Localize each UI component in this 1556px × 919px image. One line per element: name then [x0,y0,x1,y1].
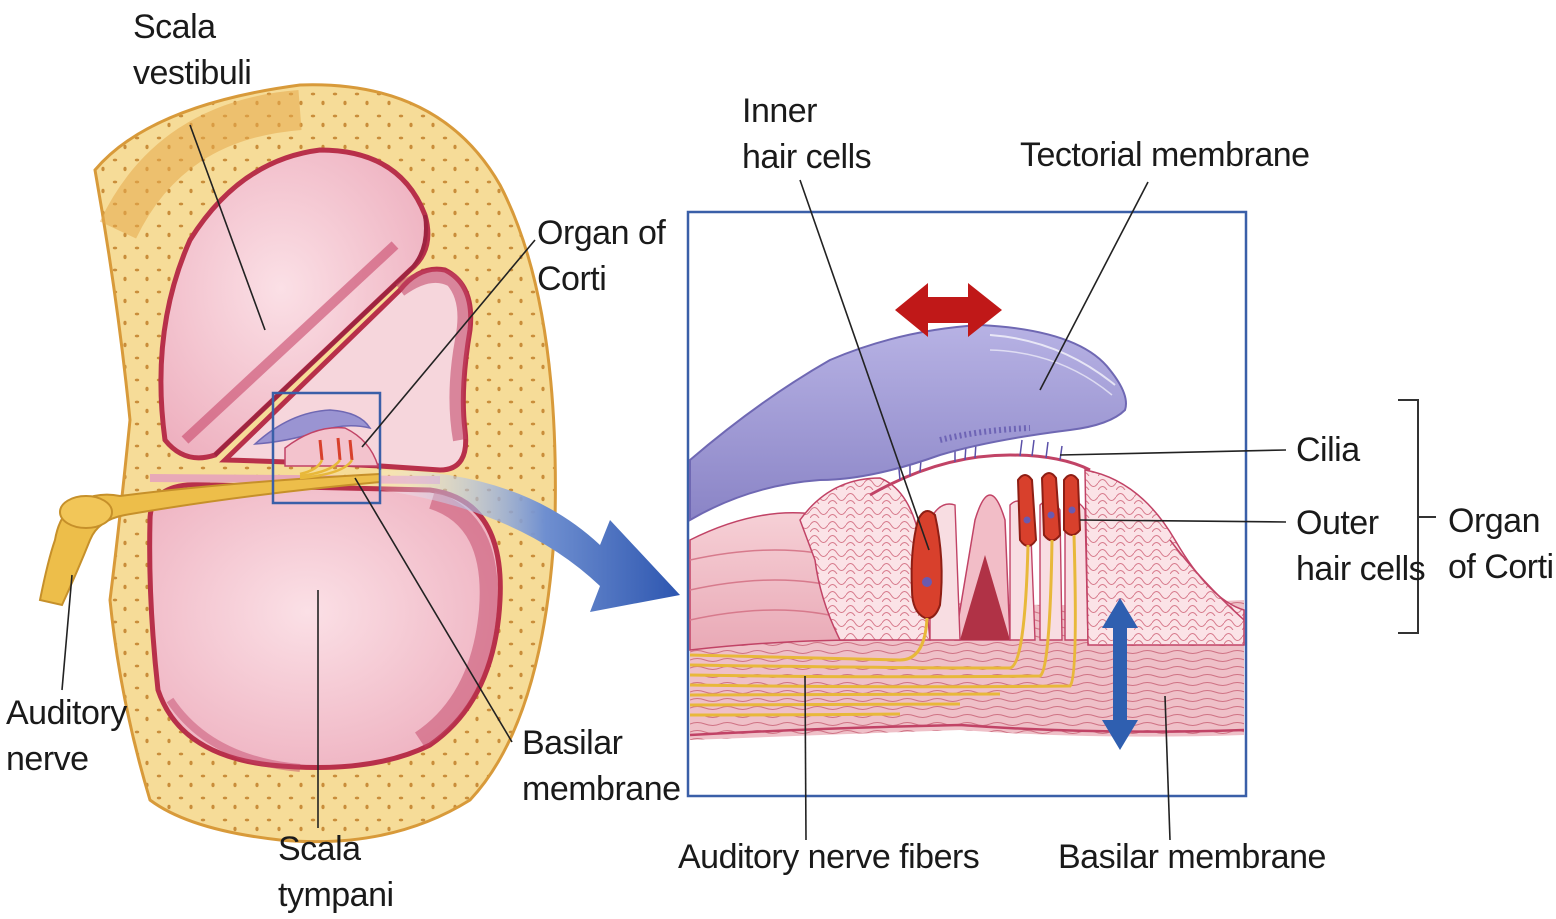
label-outer-hair-cells: Outer hair cells [1296,500,1425,592]
label-cilia: Cilia [1296,427,1360,473]
label-scala-vestibuli: Scala vestibuli [133,4,251,96]
inner-hair-cell-shape [912,511,942,618]
label-auditory-nerve-fibers: Auditory nerve fibers [678,834,979,880]
label-auditory-nerve: Auditory nerve [6,690,127,782]
label-basilar-membrane-left: Basilar membrane [522,720,681,812]
label-inner-hair-cells: Inner hair cells [742,88,871,180]
label-tectorial-membrane: Tectorial membrane [1020,132,1310,178]
label-basilar-membrane-right: Basilar membrane [1058,834,1326,880]
label-organ-of-corti-left: Organ of Corti [537,210,665,302]
organ-of-corti-detail [688,212,1246,796]
label-organ-of-corti-right: Organ of Corti [1448,498,1554,590]
label-scala-tympani: Scala tympani [278,826,394,918]
